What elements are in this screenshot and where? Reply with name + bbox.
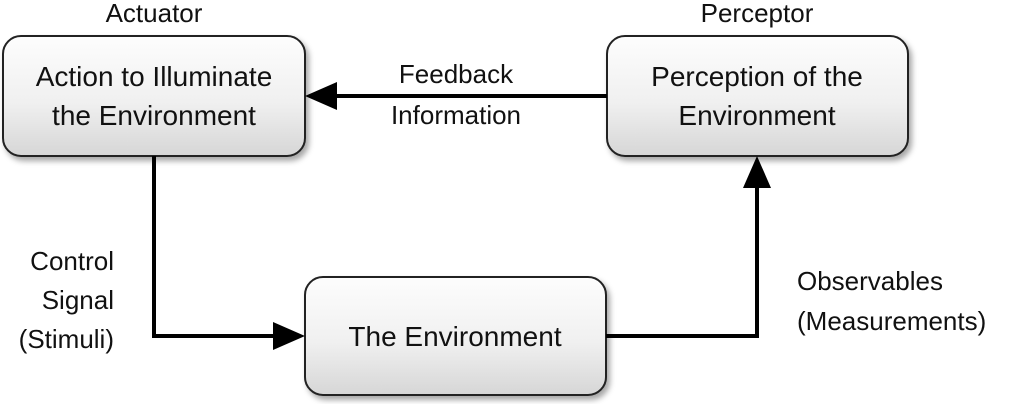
control-label-line3: (Stimuli) bbox=[19, 324, 114, 354]
perceptor-box-line2: Environment bbox=[678, 100, 835, 131]
feedback-label-line2: Information bbox=[391, 100, 521, 130]
actuator-box: Action to Illuminate the Environment bbox=[2, 35, 306, 157]
environment-box: The Environment bbox=[304, 276, 607, 396]
perceptor-box: Perception of the Environment bbox=[606, 35, 909, 157]
actuator-box-line2: the Environment bbox=[52, 100, 256, 131]
feedback-arrow bbox=[305, 82, 607, 110]
actuator-label: Actuator bbox=[106, 0, 203, 28]
control-label-line1: Control bbox=[30, 246, 114, 276]
perceptor-box-line1: Perception of the bbox=[651, 61, 863, 92]
observables-arrow bbox=[606, 156, 771, 338]
control-signal-arrow bbox=[152, 156, 305, 350]
control-label-line2: Signal bbox=[42, 285, 114, 315]
perceptor-label: Perceptor bbox=[701, 0, 814, 28]
observables-label-line2: (Measurements) bbox=[797, 306, 986, 336]
actuator-box-line1: Action to Illuminate bbox=[36, 61, 273, 92]
observables-label-line1: Observables bbox=[797, 266, 943, 296]
environment-box-label: The Environment bbox=[348, 321, 561, 352]
feedback-label-line1: Feedback bbox=[399, 59, 514, 89]
